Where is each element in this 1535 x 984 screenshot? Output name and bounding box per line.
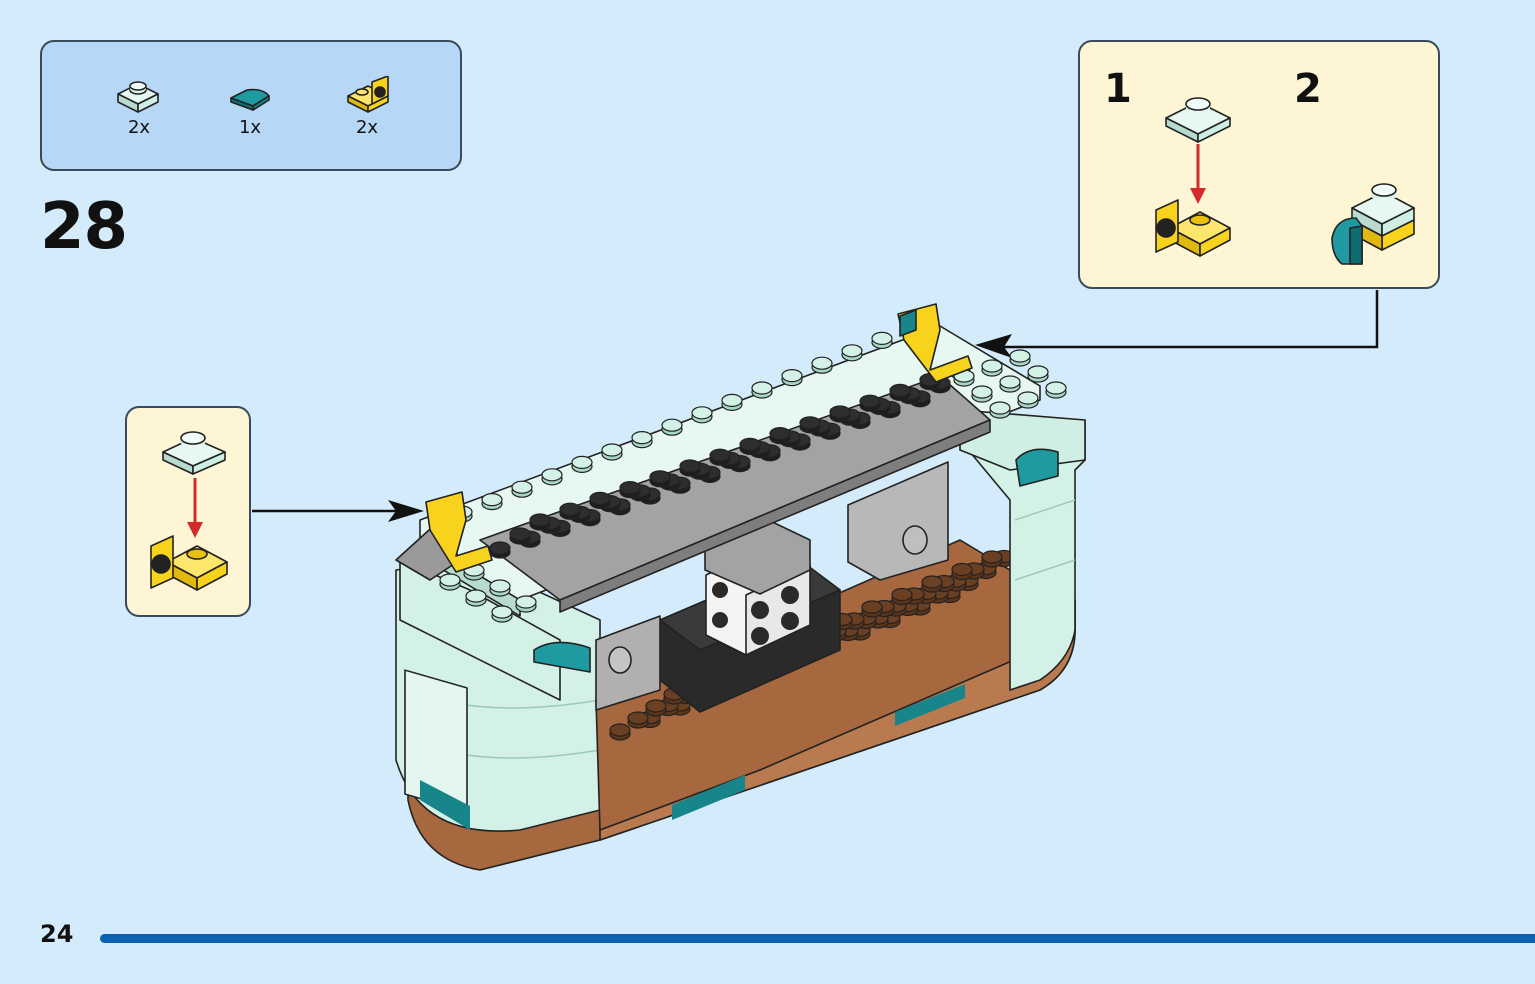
part-qty: 2x (355, 117, 379, 138)
left-wall (395, 559, 601, 832)
sub-step-number: 1 (1104, 66, 1132, 112)
brown-base (407, 599, 1076, 871)
white-brick (705, 544, 811, 656)
top-frame (395, 325, 1086, 701)
grey-roof-plate (479, 375, 991, 613)
grey-block (595, 615, 661, 711)
teal-tile (672, 775, 745, 820)
floor-studs (609, 537, 1033, 741)
yellow-bracket-plate-icon (150, 535, 228, 591)
part-yellow-bracket: 2x (332, 76, 402, 138)
yellow-bracket (425, 491, 493, 573)
connector-arrow-left (252, 500, 424, 522)
yellow-bracket (897, 303, 973, 383)
black-brick (659, 559, 841, 713)
red-down-arrow-icon (1190, 144, 1206, 204)
brown-floor (595, 539, 1061, 831)
yellow-bracket-plate-icon (1155, 199, 1231, 257)
teal-curved-tile (1015, 448, 1059, 487)
sub-step-number: 2 (1294, 66, 1322, 112)
sub-assembly-callout-small (125, 406, 251, 617)
light-aqua-plate-1x1-icon (117, 81, 159, 113)
step-number: 28 (40, 190, 128, 264)
right-wall (959, 419, 1086, 691)
assembled-bracket-icon (1331, 183, 1415, 265)
light-aqua-plate-icon (1165, 97, 1231, 143)
page-number: 24 (40, 920, 74, 948)
sub-assembly-illustration (1155, 97, 1415, 265)
connector-arrow-right (975, 290, 1379, 358)
dark-turquoise-curved-tile-icon (230, 88, 270, 111)
teal-tile (895, 684, 965, 726)
light-aqua-plate-icon (162, 431, 226, 475)
roof-studs (489, 362, 971, 559)
red-down-arrow-icon (187, 478, 203, 538)
yellow-bracket-plate-icon (347, 76, 389, 113)
grey-block (847, 461, 949, 581)
part-qty: 1x (238, 117, 262, 138)
teal-curved-tile (899, 309, 917, 337)
frame-studs (439, 331, 1067, 623)
part-light-aqua-plate: 2x (104, 76, 174, 138)
progress-bar (100, 934, 1535, 943)
part-dark-turquoise-tile: 1x (215, 76, 285, 138)
part-qty: 2x (127, 117, 151, 138)
sub-assembly-callout: 1 2 (1078, 40, 1440, 289)
parts-list: 2x 1x 2x (40, 40, 462, 171)
teal-tile (420, 780, 470, 830)
teal-curved-tile (533, 641, 591, 673)
sub-assembly-illustration-small (150, 431, 228, 591)
grey-column (704, 515, 811, 595)
